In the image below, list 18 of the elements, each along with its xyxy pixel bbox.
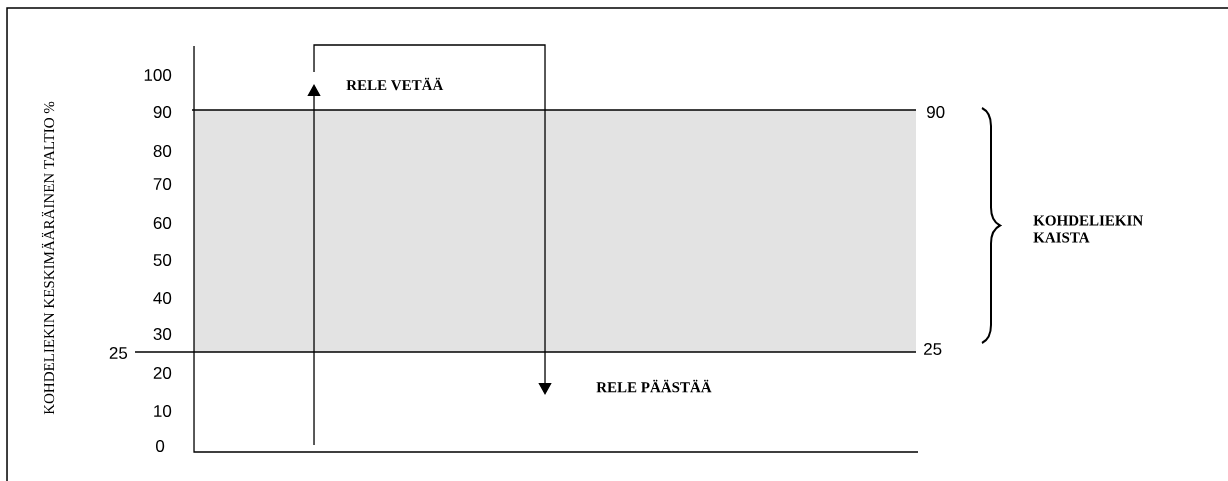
tick-label: 100 (144, 69, 172, 81)
tick-label: 20 (153, 366, 172, 379)
tick-label: 10 (154, 404, 172, 417)
tick-label: 60 (153, 216, 172, 229)
tick-label: 40 (153, 291, 172, 304)
tick-label: 80 (153, 144, 172, 157)
tick-label: 25 (924, 342, 942, 355)
tick-label: 90 (927, 106, 945, 118)
axis-title: KOHDELIEKIN KESKIMÄÄRÄINEN TALTIO % (41, 101, 55, 415)
state-label: RELE VETÄÄ (346, 77, 444, 91)
tick-label: 50 (153, 253, 172, 266)
tick-label: 0 (156, 439, 165, 452)
band-label: KOHDELIEKIN KAISTA (1033, 215, 1144, 243)
tick-label: 30 (153, 327, 172, 340)
tick-label: 90 (153, 106, 172, 118)
tick-label: 70 (153, 177, 172, 190)
tick-label: 25 (109, 346, 128, 359)
state-label: RELE PÄÄSTÄÄ (596, 379, 712, 393)
